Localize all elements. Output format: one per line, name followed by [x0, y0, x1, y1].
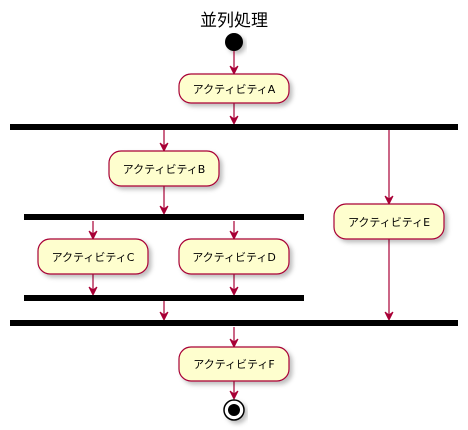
activity-a-label: アクティビティA — [193, 83, 276, 96]
activity-e: アクティビティE — [333, 203, 445, 240]
activity-a: アクティビティA — [178, 73, 290, 104]
end-node — [223, 399, 245, 421]
activity-b: アクティビティB — [108, 150, 220, 187]
arrowhead — [88, 230, 98, 241]
activity-c: アクティビティC — [37, 238, 149, 275]
arrowhead — [88, 286, 98, 297]
arrowhead — [229, 230, 239, 241]
join-bar-inner — [24, 295, 304, 301]
arrowhead — [229, 338, 239, 349]
arrowhead — [229, 65, 239, 76]
activity-c-label: アクティビティC — [52, 251, 135, 264]
activity-d-label: アクティビティD — [192, 251, 276, 264]
edges — [88, 51, 394, 401]
arrowhead — [159, 205, 169, 216]
arrowhead — [159, 142, 169, 153]
activity-b-label: アクティビティB — [123, 163, 206, 176]
arrowhead — [229, 390, 239, 401]
arrowhead — [229, 286, 239, 297]
fork-bar-outer — [10, 124, 458, 130]
arrowhead — [384, 195, 394, 206]
activity-d: アクティビティD — [178, 238, 290, 275]
activity-e-label: アクティビティE — [348, 216, 430, 229]
activity-f-label: アクティビティF — [193, 358, 274, 371]
activity-f: アクティビティF — [178, 346, 290, 382]
arrowhead — [159, 311, 169, 322]
fork-bar-inner — [24, 214, 304, 220]
diagram-title: 並列処理 — [200, 11, 268, 31]
join-bar-outer — [10, 320, 458, 326]
arrowhead — [384, 311, 394, 322]
start-node — [225, 33, 243, 51]
arrowhead — [229, 115, 239, 126]
